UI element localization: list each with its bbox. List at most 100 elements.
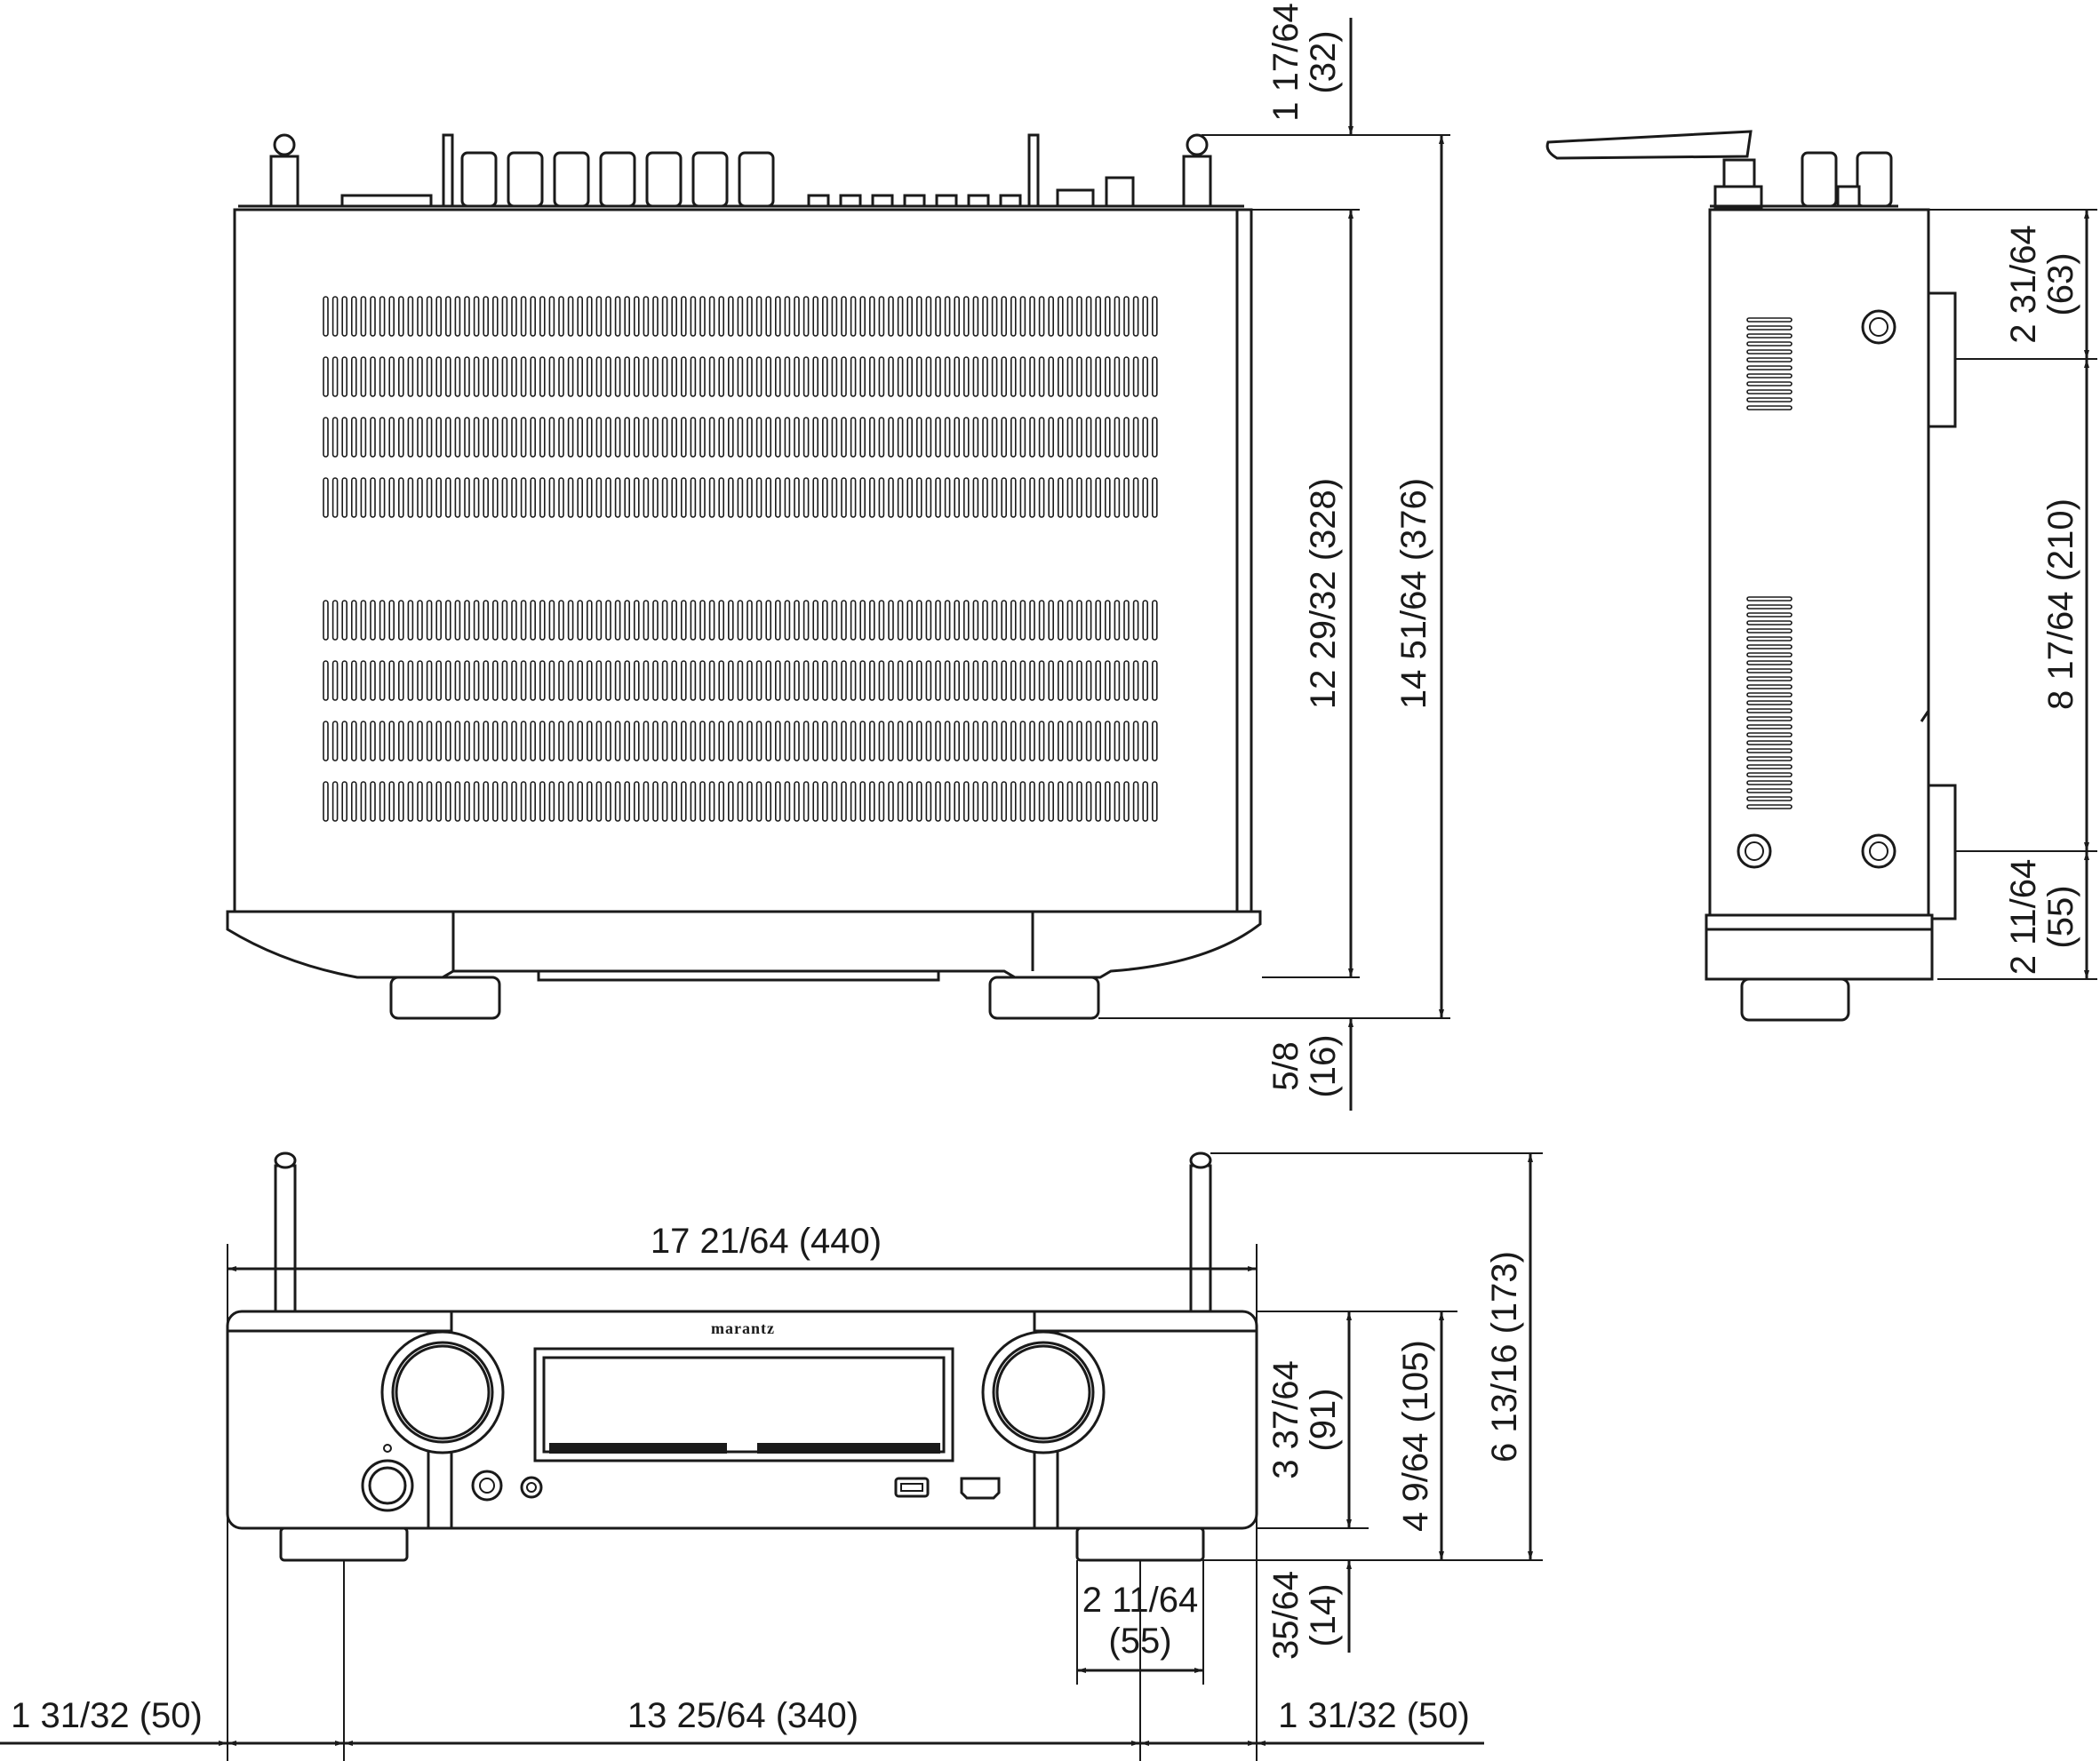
dim-top-antenna-offset-mm: (32) <box>1304 30 1343 93</box>
vent-slot <box>444 660 451 701</box>
vent-slot <box>1152 417 1158 458</box>
vent-slot <box>821 660 828 701</box>
side-connector-rear <box>1927 784 1957 920</box>
vent-slot <box>1029 660 1035 701</box>
vent-slot <box>906 660 914 701</box>
vent-slot <box>1105 660 1111 701</box>
vent-slot <box>539 600 546 641</box>
vent-slot <box>1105 781 1111 822</box>
vent-slot <box>671 721 678 761</box>
vent-slot <box>548 721 555 761</box>
hdmi-port[interactable] <box>960 1477 1001 1500</box>
power-button[interactable] <box>361 1459 414 1512</box>
vent-slot <box>868 417 875 458</box>
vent-slot <box>1038 600 1045 641</box>
vent-slot <box>737 721 744 761</box>
vent-slot <box>1105 477 1111 518</box>
vent-slot <box>407 356 414 397</box>
vent-slot <box>558 356 564 397</box>
vent-slot <box>491 721 499 761</box>
vent-slot <box>935 477 941 518</box>
foot-front-left <box>389 976 501 1020</box>
vent-slot <box>991 296 998 337</box>
display-bar-right <box>757 1443 940 1454</box>
vent-slot <box>680 356 687 397</box>
side-front-panel <box>1705 913 1934 981</box>
side-vent-slot <box>1746 373 1793 378</box>
vent-slot <box>1095 417 1101 458</box>
vent-slot <box>925 417 932 458</box>
vent-slot <box>407 417 414 458</box>
vent-slot <box>1048 660 1054 701</box>
vent-slot <box>954 600 960 641</box>
vent-slot <box>586 356 593 397</box>
vent-slot <box>821 477 828 518</box>
vent-slot <box>331 477 339 518</box>
dim-foot-offset-right: 1 31/32 (50) <box>1278 1696 1470 1735</box>
headphone-jack[interactable] <box>471 1470 503 1502</box>
vent-slot <box>982 660 988 701</box>
vent-slot <box>417 477 423 518</box>
vent-slot <box>491 781 499 822</box>
vent-slot <box>379 721 386 761</box>
vent-slot <box>944 477 951 518</box>
vent-slot <box>774 417 781 458</box>
vent-slot <box>954 296 960 337</box>
side-view-dimensions: 2 31/64 (63) 8 17/64 (210) 2 11/64 (55) <box>1928 209 2097 980</box>
vent-slot <box>963 721 970 761</box>
vent-slot <box>680 721 687 761</box>
side-vent-slot <box>1746 668 1793 673</box>
vent-slot <box>491 660 499 701</box>
vent-slot <box>1105 417 1111 458</box>
vent-slot <box>379 417 386 458</box>
vent-slot <box>444 356 451 397</box>
vent-slot <box>925 781 932 822</box>
vent-slot <box>699 600 706 641</box>
input-selector-knob[interactable] <box>380 1330 505 1454</box>
vent-slot <box>661 477 668 518</box>
vent-slot <box>473 660 480 701</box>
vent-slot <box>727 660 734 701</box>
vent-slot <box>859 781 866 822</box>
vent-slot <box>831 721 838 761</box>
vent-slot <box>595 600 603 641</box>
vent-slot <box>1019 600 1026 641</box>
vent-slot <box>586 781 593 822</box>
vent-slot <box>821 600 828 641</box>
vent-slot <box>699 721 706 761</box>
vent-slot <box>1058 296 1064 337</box>
vent-slot <box>1048 781 1054 822</box>
setup-mic-jack[interactable] <box>520 1476 543 1499</box>
vent-slot <box>699 356 706 397</box>
vent-slot <box>1142 417 1148 458</box>
vent-slot <box>511 356 517 397</box>
vent-slot <box>473 417 480 458</box>
vent-slot <box>605 477 611 518</box>
vent-slot <box>897 660 904 701</box>
vent-slot <box>586 721 593 761</box>
vent-slot <box>454 477 461 518</box>
volume-knob[interactable] <box>981 1330 1106 1454</box>
vent-slot <box>1132 417 1139 458</box>
vent-slot <box>1001 477 1007 518</box>
vent-slot <box>483 356 490 397</box>
vent-slot <box>435 660 443 701</box>
vent-slot <box>614 721 621 761</box>
vent-slot <box>360 417 367 458</box>
vent-slot <box>530 600 537 641</box>
vent-slot <box>464 721 470 761</box>
side-vent-slot <box>1746 756 1793 761</box>
side-vent-slot <box>1746 652 1793 657</box>
vent-slot <box>323 356 329 397</box>
vent-slot <box>916 660 922 701</box>
vent-slot <box>624 477 631 518</box>
vent-slot <box>558 296 564 337</box>
vent-slot <box>718 477 725 518</box>
vent-slot <box>1095 477 1101 518</box>
vent-slot <box>633 417 640 458</box>
vent-slot <box>727 600 734 641</box>
vent-slot <box>652 721 659 761</box>
vent-slot <box>548 781 555 822</box>
side-vent-slot <box>1746 716 1793 721</box>
vent-slot <box>925 660 932 701</box>
